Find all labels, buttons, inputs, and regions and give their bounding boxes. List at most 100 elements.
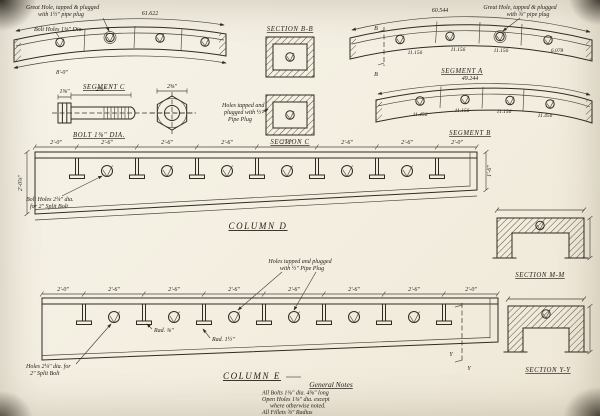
general-notes-line3: where otherwise noted. xyxy=(270,404,326,410)
column-d-holes-note-line1: Bolt Holes 2¼" dia. xyxy=(26,197,74,203)
bolt-hole-symbol xyxy=(200,37,210,47)
rad-large-leader xyxy=(202,328,211,339)
segment-b-dim-4: 11.456 xyxy=(538,112,553,119)
section-yy: SECTION Y-Y xyxy=(503,296,593,374)
segment-a-dim-3: 11.156 xyxy=(494,48,509,54)
plug-note-line1: Holes tapped and xyxy=(221,103,265,109)
column-e-label: COLUMN E xyxy=(223,371,281,381)
segment-b-joint-lines xyxy=(439,86,525,111)
rad-small-note: Rad. ⅜" xyxy=(153,328,174,334)
column-d-bottom-dim-line xyxy=(34,195,478,221)
bolt-hole-symbol xyxy=(348,311,360,323)
cut-letter-b-bottom: B xyxy=(374,72,378,78)
column-e-holes-note-leader xyxy=(75,323,112,365)
column-e: Holes tapped and plugged with ½" Pipe Pl… xyxy=(25,259,500,381)
cut-line-y-arrows xyxy=(454,304,463,363)
column-e-mid-spacing: 2'-6" xyxy=(348,287,360,293)
segment-c-bottom-dim: 8'-0" xyxy=(56,70,68,76)
cut-letter-y-top: Y xyxy=(449,352,453,358)
stiffener xyxy=(129,157,145,179)
bolt-hole-symbol xyxy=(415,96,425,106)
column-e-holes-note-line2: 2" Split Bolt xyxy=(30,371,60,377)
column-e-mid-spacing: 2'-6" xyxy=(288,287,300,293)
bolt-hole-symbol xyxy=(505,95,515,106)
segment-b-dim-2: 11.156 xyxy=(455,108,470,114)
rad-large-note: Rad. 1½" xyxy=(211,336,235,343)
column-e-mid-spacing: 2'-6" xyxy=(108,287,120,293)
section-yy-side-dim xyxy=(587,303,593,355)
great-hole-leader xyxy=(102,17,110,32)
section-mm-label: SECTION M-M xyxy=(515,272,564,279)
plug-note-line3: Pipe Plug xyxy=(227,117,252,123)
plug-note-line2: plugged with ½" xyxy=(223,109,264,116)
bolt-threads xyxy=(103,107,129,119)
general-notes-title: General Notes xyxy=(309,380,353,389)
column-d-label: COLUMN D xyxy=(228,221,287,231)
great-hole-note-line1: Great Hole, tapped & plugged xyxy=(483,5,557,11)
stiffener xyxy=(76,303,92,325)
column-d-mid-spacing: 2'-6" xyxy=(281,140,293,146)
segment-b-dim-1: 11.456 xyxy=(413,111,428,118)
section-yy-label: SECTION Y-Y xyxy=(525,367,571,374)
segment-b-outline xyxy=(375,87,593,124)
segment-a-label: SEGMENT A xyxy=(441,68,483,75)
segment-b-arc-dim: 49.244 xyxy=(462,75,479,82)
column-e-plug-note-line2: with ½" Pipe Plug xyxy=(280,265,324,272)
column-d-mid-spacing: 2'-6" xyxy=(161,140,173,146)
section-mm-side-dim xyxy=(587,215,593,261)
plug-note-leader xyxy=(261,108,269,114)
column-d-left-depth-dim xyxy=(24,149,30,217)
bolt-head-dim: 1⅝" xyxy=(59,89,70,95)
rad-small-leader xyxy=(146,323,153,330)
nut-centerlines xyxy=(150,92,194,134)
column-d-mid-spacing: 2'-6" xyxy=(341,140,353,146)
bolt-head-dim-line xyxy=(57,92,72,100)
stiffener xyxy=(189,157,205,179)
column-d-end-spacing: 2'-0" xyxy=(451,140,463,146)
stiffener xyxy=(309,157,325,179)
section-mm-top-dim xyxy=(494,207,587,213)
bolt-hole-symbol xyxy=(495,31,505,42)
general-notes-line2: Open Holes 1⅜" dia. except xyxy=(262,397,330,403)
bolt-hole-symbol xyxy=(55,37,65,48)
segment-b-end-hatch xyxy=(376,98,592,123)
bolt-hole-symbol xyxy=(155,33,165,43)
segment-c-bottom-dim-line xyxy=(13,55,227,69)
bolt-shank xyxy=(70,106,136,120)
bolt-holes-note-leader xyxy=(55,32,60,38)
section-c-walls xyxy=(265,94,315,136)
bolt-label: BOLT 1⅜" DIA. xyxy=(73,132,125,139)
bolt-detail: 1⅝" 2⅝" 2⅝" BOLT 1⅜" DIA. xyxy=(52,84,196,139)
bolt-hole-symbol xyxy=(281,165,293,177)
segment-b-arc-dim-line xyxy=(377,83,591,96)
bolt-hole-symbol xyxy=(401,165,413,177)
bolt-hole-symbol xyxy=(288,311,300,323)
column-d-depth-left: 2'-0⅞" xyxy=(18,174,24,191)
column-e-mid-spacing: 2'-6" xyxy=(168,287,180,293)
column-e-plug-note-line1: Holes tapped and plugged xyxy=(267,259,332,265)
segment-a-dim-2: 11.156 xyxy=(451,47,466,53)
bolt-shank-dim: 2⅝" xyxy=(96,87,107,93)
segment-c-joint-lines xyxy=(83,25,183,52)
column-e-mid-spacing: 2'-6" xyxy=(408,287,420,293)
column-d-holes-note-line2: for 2" Split Bolt xyxy=(30,203,68,210)
cut-line-b-arrows xyxy=(377,29,385,66)
segment-c-flange-line xyxy=(15,32,225,47)
stiffener xyxy=(249,157,265,179)
segment-a-outline xyxy=(349,24,593,62)
segment-a-arc-dim: 60.544 xyxy=(432,7,449,14)
section-bb-walls xyxy=(265,36,315,78)
bolt-hole-symbol xyxy=(285,52,295,62)
column-d-inner-edges xyxy=(34,152,471,210)
segment-c-arc-dim: 61.622 xyxy=(142,11,159,17)
segment-a-dim-4: 6.078 xyxy=(551,48,564,54)
bolt-hole-symbol xyxy=(395,34,405,45)
section-bb: SECTION B-B xyxy=(265,26,315,78)
segment-c: Great Hole, tapped & plugged with 1½" pi… xyxy=(13,5,227,91)
section-c-label: SECTION C xyxy=(270,139,309,146)
general-notes-line1: All Bolts 1⅜" dia. 4⅝" long xyxy=(261,390,329,397)
bolt-hole-symbol xyxy=(285,110,295,120)
general-notes: General Notes All Bolts 1⅜" dia. 4⅝" lon… xyxy=(261,376,353,416)
